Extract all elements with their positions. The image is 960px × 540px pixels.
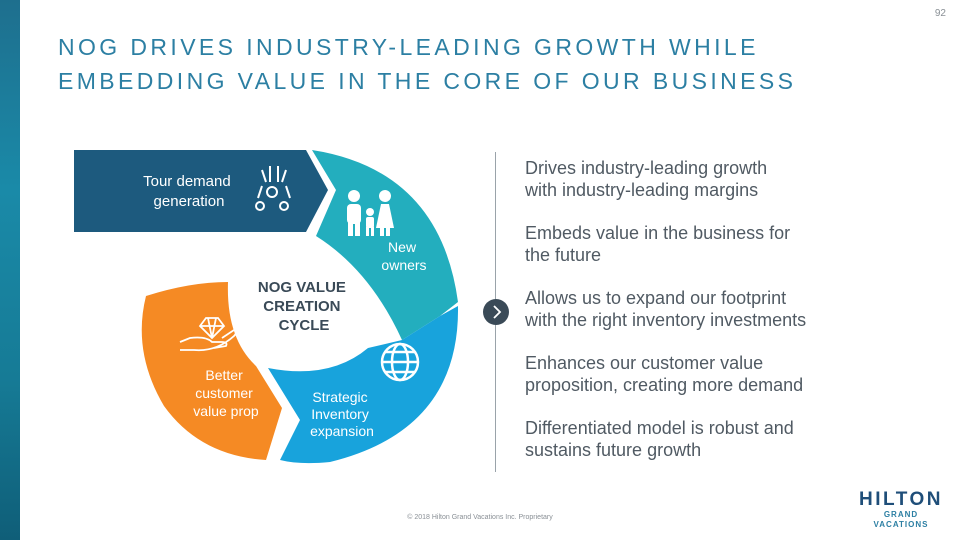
globe-icon [380, 342, 420, 382]
segment-label-better-2: customer [195, 385, 253, 401]
segment-label-tour-2: generation [154, 193, 225, 210]
statement-item: Embeds value in the business for the fut… [525, 223, 791, 265]
statement-item: Enhances our customer value proposition,… [525, 353, 804, 395]
svg-text:Tour demand generation: Tour demand generation [143, 173, 235, 210]
logo-sub-text: GRAND VACATIONS [873, 510, 929, 529]
hilton-logo: HILTON GRAND VACATIONS [856, 490, 946, 530]
segment-label-better-1: Better [205, 367, 243, 383]
segment-label-tour-1: Tour demand [143, 173, 231, 190]
funnel-coins-icon [255, 166, 291, 211]
segment-better-customer [141, 282, 282, 460]
segment-label-strategic-3: expansion [310, 423, 374, 439]
center-label-3: CYCLE [279, 317, 330, 334]
family-icon [347, 190, 394, 236]
segment-label-new-2: owners [381, 257, 426, 273]
hand-diamond-icon [179, 317, 237, 352]
statement-item: Allows us to expand our footprint with t… [525, 288, 807, 330]
segment-label-strategic-2: Inventory [311, 406, 369, 422]
segment-tour-demand [74, 150, 328, 232]
chevron-right-icon [483, 299, 509, 325]
statements-list: Drives industry-leading growth with indu… [525, 157, 945, 482]
segment-label-new-1: New [388, 239, 417, 255]
statement-item: Drives industry-leading growth with indu… [525, 158, 768, 200]
logo-main-text: HILTON [859, 489, 943, 510]
svg-text:Strategic Inventory ex: Strategic Inventory expansion [310, 389, 374, 439]
slide-title: NOG DRIVES INDUSTRY-LEADING GROWTH WHILE… [58, 34, 797, 94]
center-label-1: NOG VALUE [258, 279, 346, 296]
center-label-2: CREATION [263, 298, 340, 315]
svg-text:New owners: New owners [381, 239, 426, 273]
segment-strategic-inventory [268, 306, 459, 464]
page-number: 92 [934, 8, 946, 19]
svg-text:NOG VALUE CREATION CYC: NOG VALUE CREATION CYCLE [258, 279, 350, 334]
svg-text:Better customer value: Better customer value prop [193, 367, 259, 419]
segment-label-better-3: value prop [193, 403, 259, 419]
left-accent-strip [0, 0, 20, 540]
segment-label-strategic-1: Strategic [312, 389, 367, 405]
statement-item: Differentiated model is robust and susta… [525, 418, 794, 460]
footer-copyright: © 2018 Hilton Grand Vacations Inc. Propr… [407, 514, 553, 521]
